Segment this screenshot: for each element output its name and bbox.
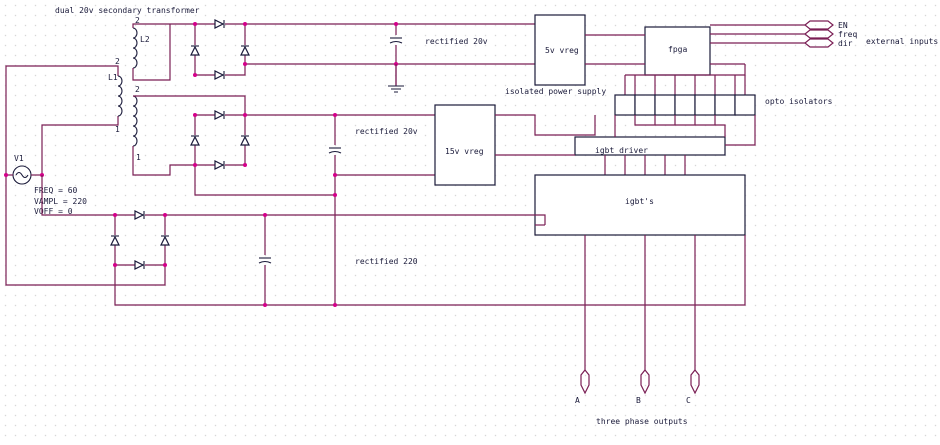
l1-label: L1 xyxy=(108,73,118,82)
external-input-connectors[interactable] xyxy=(804,20,834,48)
l2-label: L2 xyxy=(140,35,150,44)
opto-isolators-label: opto isolators xyxy=(765,97,833,106)
top-bridge-diodes[interactable] xyxy=(190,19,250,80)
v1-label: V1 xyxy=(14,154,24,163)
hv-bridge-wires xyxy=(41,175,746,306)
hv-bridge-diodes[interactable] xyxy=(110,210,170,270)
opto-wires xyxy=(624,63,746,95)
fpga-label: fpga xyxy=(668,45,687,54)
input-freq-label: freq xyxy=(838,30,857,39)
output-c-label: C xyxy=(686,396,691,405)
mid-capacitor[interactable] xyxy=(328,147,342,154)
voff-param: VOFF = 0 xyxy=(34,207,73,216)
l1-coil[interactable] xyxy=(117,75,123,117)
three-phase-outputs-label: three phase outputs xyxy=(596,417,688,426)
top-capacitor[interactable] xyxy=(389,37,403,44)
vreg-fpga-wires xyxy=(585,34,645,65)
l3-pin2: 2 xyxy=(135,85,140,94)
freq-param: FREQ = 60 xyxy=(34,186,78,195)
vampl-param: VAMPL = 220 xyxy=(34,197,87,206)
mid-bridge-diodes[interactable] xyxy=(190,110,250,170)
l1-pin1: 1 xyxy=(115,125,120,134)
vreg-15v-block[interactable] xyxy=(434,104,496,186)
l2-coil[interactable] xyxy=(132,27,138,69)
external-input-wires xyxy=(710,24,805,44)
phase-output-wires xyxy=(584,235,696,370)
l2-pin2: 2 xyxy=(135,16,140,25)
igbts-block[interactable] xyxy=(534,174,746,236)
source-v1[interactable] xyxy=(12,165,32,185)
output-b-label: B xyxy=(636,396,641,405)
rectified-220-label: rectified 220 xyxy=(355,257,418,266)
external-inputs-label: external inputs xyxy=(866,37,938,46)
ground-symbol xyxy=(388,64,404,93)
vreg-5v-label: 5v vreg xyxy=(545,46,579,55)
hv-capacitor[interactable] xyxy=(258,257,272,264)
input-dir-label: dir xyxy=(838,39,853,48)
rectified-20v-top-label: rectified 20v xyxy=(425,37,488,46)
igbt-driver-label: igbt driver xyxy=(595,146,648,155)
isolated-supply-label: isolated power supply xyxy=(505,87,606,96)
l1-pin2: 2 xyxy=(115,57,120,66)
igbts-label: igbt's xyxy=(625,197,654,206)
igbt-driver-block[interactable] xyxy=(574,136,726,156)
opto-isolator-array[interactable] xyxy=(614,94,756,116)
phase-output-connectors[interactable] xyxy=(580,369,700,395)
primary-wires xyxy=(5,65,120,286)
top-bridge-wires xyxy=(132,23,535,85)
vreg-15v-label: 15v vreg xyxy=(445,147,484,156)
driver-wires xyxy=(495,114,756,175)
l3-pin1: 1 xyxy=(136,153,141,162)
vreg-5v-block[interactable] xyxy=(534,14,586,86)
input-en-label: EN xyxy=(838,21,848,30)
rectified-20v-mid-label: rectified 20v xyxy=(355,127,418,136)
transformer-title: dual 20v secondary transformer xyxy=(55,6,200,15)
output-a-label: A xyxy=(575,396,580,405)
secondary-coil-lower[interactable] xyxy=(132,95,138,147)
